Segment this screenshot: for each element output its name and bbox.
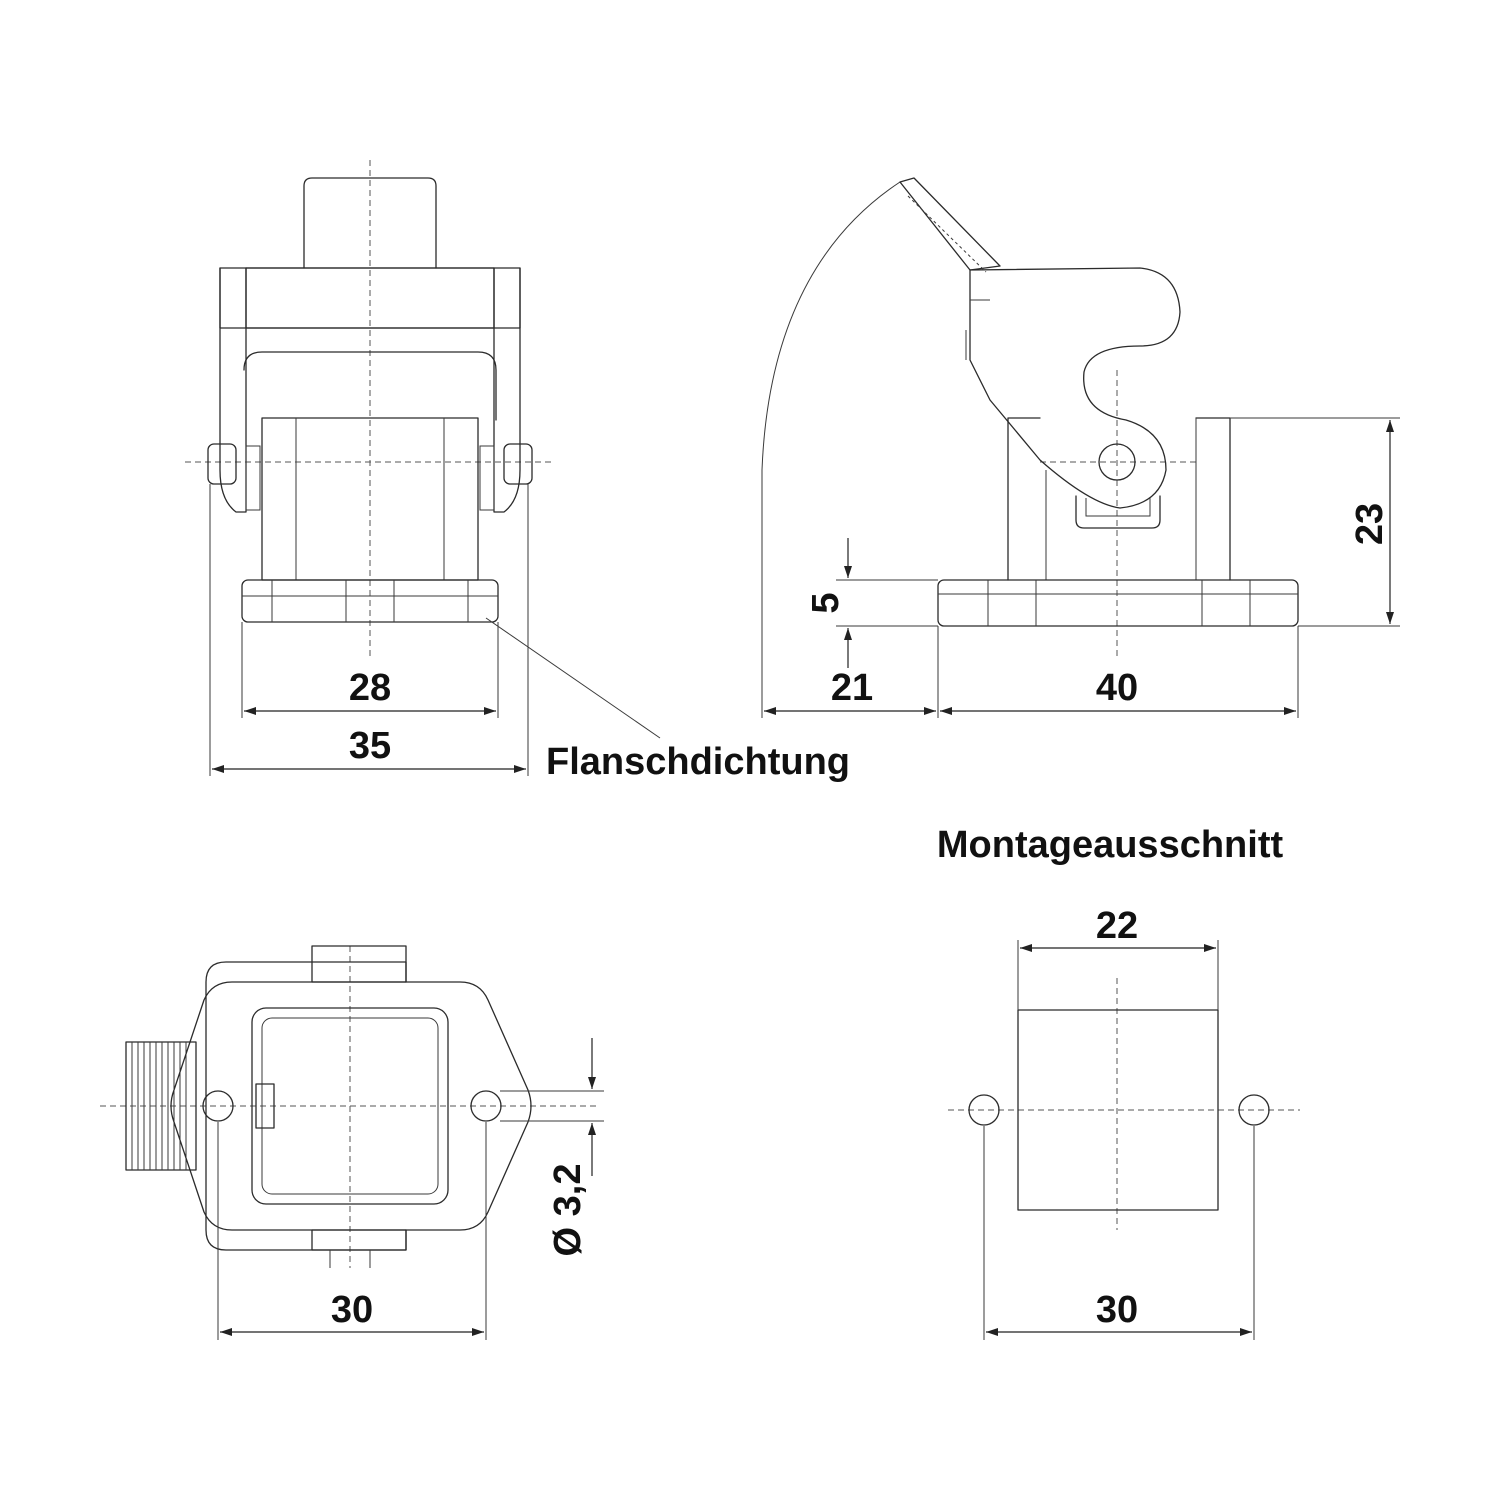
side-pivot-pin (1098, 443, 1136, 481)
bottom-inner-opening (251, 1007, 449, 1205)
dim-label-5: 5 (805, 592, 847, 613)
side-flange (937, 579, 1299, 627)
cable-gland-thread (125, 1041, 197, 1171)
lever-body (969, 267, 1181, 509)
side-latch-stud-inner (1085, 498, 1151, 517)
front-lever-inner (245, 267, 495, 329)
bottom-mounting-hole-left (202, 1090, 234, 1122)
lever-swing-arc (761, 181, 901, 718)
lever-tip (899, 177, 1001, 271)
side-latch-stud (1075, 495, 1161, 529)
front-flange (241, 579, 499, 623)
dim-label-30-cutout: 30 (1096, 1289, 1138, 1331)
thread-grooves (131, 1042, 187, 1170)
front-lever-frame (219, 267, 521, 329)
cutout-view: Montageausschnitt 22 30 (937, 824, 1300, 1340)
cutout-title: Montageausschnitt (937, 824, 1284, 866)
cutout-hole-left (968, 1094, 1000, 1126)
bottom-flange-plate (170, 981, 532, 1231)
bottom-view: 30 Ø 3,2 (100, 945, 604, 1340)
gasket-label: Flanschdichtung (546, 741, 850, 783)
bottom-inner-opening-edge (261, 1017, 439, 1195)
front-top-cap (303, 177, 437, 269)
front-pivot-boss-left (245, 445, 261, 511)
gasket-leader-line (485, 617, 661, 739)
dim-label-30-bottom: 30 (331, 1289, 373, 1331)
side-housing (1007, 417, 1231, 581)
front-pivot-left (207, 443, 237, 485)
front-left-arm (219, 267, 247, 513)
bottom-bottom-lug (311, 1229, 407, 1251)
dim-label-40: 40 (1096, 667, 1138, 709)
bottom-housing-outline (205, 961, 407, 1251)
cutout-hole-right (1238, 1094, 1270, 1126)
dim-label-21: 21 (831, 667, 873, 709)
front-lever-bow (243, 351, 497, 421)
front-pivot-right (503, 443, 533, 485)
front-pivot-boss-right (479, 445, 495, 511)
lever-serration (907, 195, 987, 273)
dim-label-35: 35 (349, 725, 391, 767)
bottom-key (255, 1083, 275, 1129)
dim-label-28: 28 (349, 667, 391, 709)
dim-label-22: 22 (1096, 905, 1138, 947)
dim-label-diameter: Ø 3,2 (547, 1164, 589, 1257)
cutout-rectangle (1017, 1009, 1219, 1211)
bottom-top-lug (311, 945, 407, 983)
bottom-mounting-hole-right (470, 1090, 502, 1122)
front-view: 28 35 Flanschdichtung (185, 160, 850, 783)
side-view: 21 40 5 23 (761, 177, 1400, 718)
front-right-arm (493, 267, 521, 513)
dim-label-23: 23 (1349, 503, 1391, 545)
